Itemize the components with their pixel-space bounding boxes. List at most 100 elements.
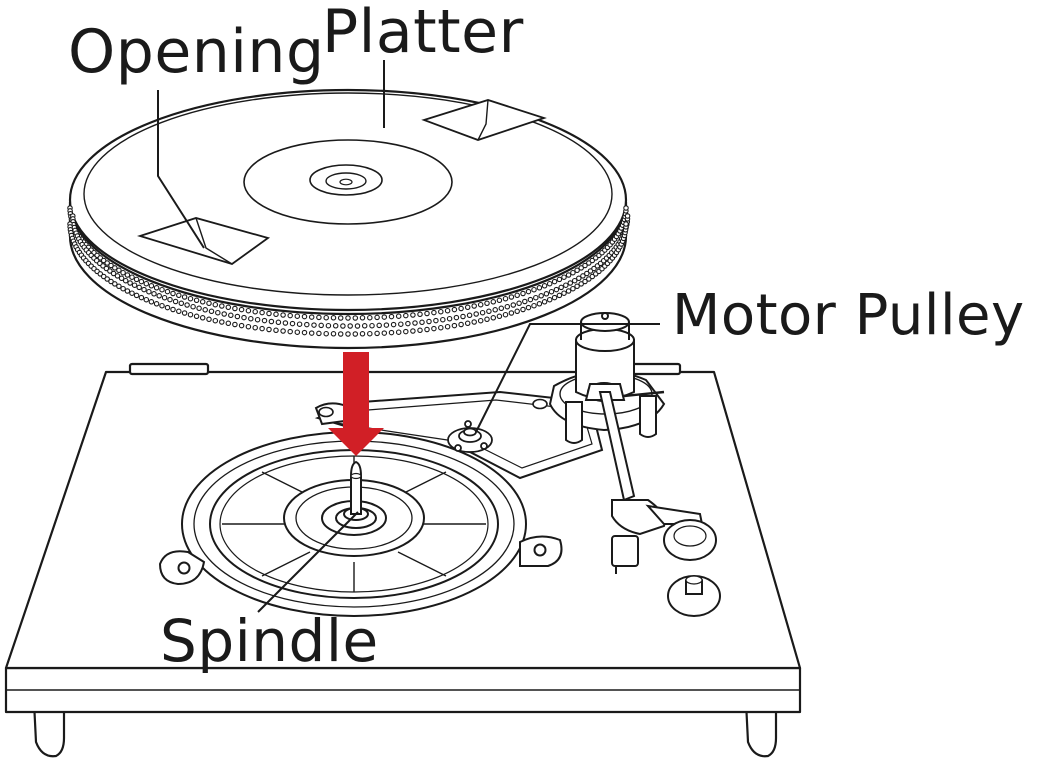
strobe-dot bbox=[359, 315, 366, 321]
motor-pulley bbox=[447, 420, 493, 453]
strobe-dot bbox=[398, 321, 404, 327]
strobe-dot bbox=[417, 311, 423, 318]
strobe-dot bbox=[318, 322, 324, 329]
strobe-dot bbox=[451, 306, 458, 313]
strobe-dot bbox=[116, 267, 122, 274]
strobe-dot bbox=[508, 310, 515, 316]
strobe-dot bbox=[514, 292, 520, 299]
strobe-dot bbox=[133, 276, 140, 283]
strobe-dot bbox=[266, 326, 272, 333]
strobe-dot bbox=[164, 304, 171, 311]
strobe-dot bbox=[159, 302, 165, 309]
strobe-dot bbox=[431, 309, 437, 316]
strobe-dot bbox=[514, 308, 520, 315]
strobe-dot bbox=[275, 319, 282, 326]
strobe-dot bbox=[124, 288, 131, 294]
strobe-dot bbox=[104, 260, 110, 266]
strobe-dot bbox=[453, 314, 460, 321]
strobe-dot bbox=[352, 315, 359, 321]
leader-opening bbox=[157, 90, 205, 249]
strobe-dot bbox=[308, 314, 315, 320]
strobe-dot bbox=[107, 268, 113, 274]
strobe-dot bbox=[582, 278, 588, 285]
strobe-dot bbox=[131, 282, 138, 288]
strobe-dot bbox=[296, 321, 303, 327]
strobe-dot bbox=[570, 269, 576, 276]
well-ear-left bbox=[158, 550, 206, 586]
strobe-dot bbox=[527, 296, 534, 303]
strobe-dot bbox=[141, 286, 147, 293]
strobe-dot bbox=[151, 291, 157, 297]
strobe-dot bbox=[248, 315, 254, 322]
strobe-dot bbox=[410, 312, 416, 318]
strobe-dot bbox=[114, 273, 121, 279]
strobe-dot bbox=[466, 312, 473, 319]
strobe-dot bbox=[531, 302, 537, 309]
strobe-dot bbox=[280, 328, 286, 334]
strobe-dot bbox=[301, 313, 308, 320]
strobe-dot bbox=[184, 302, 190, 308]
strobe-dot bbox=[426, 318, 432, 325]
strobe-dot bbox=[148, 299, 155, 305]
strobe-dot bbox=[576, 275, 582, 282]
strobe-dot bbox=[502, 311, 509, 318]
strobe-dot bbox=[340, 323, 346, 329]
strobe-dot bbox=[199, 315, 206, 321]
well-ear-right bbox=[519, 535, 563, 567]
strobe-dot bbox=[374, 330, 380, 337]
strobe-dot bbox=[122, 277, 129, 284]
strobe-dot bbox=[120, 269, 126, 276]
label-spindle: Spindle bbox=[160, 607, 379, 675]
strobe-dot bbox=[561, 274, 567, 280]
strobe-dot bbox=[446, 315, 453, 322]
strobe-dot bbox=[504, 303, 511, 310]
strobe-dot bbox=[405, 320, 411, 327]
strobe-dot bbox=[403, 312, 409, 319]
strobe-dot bbox=[206, 316, 212, 323]
strobe-dot bbox=[520, 290, 526, 297]
strobe-dot bbox=[259, 325, 265, 332]
strobe-dot bbox=[316, 330, 322, 337]
strobe-dot bbox=[170, 290, 176, 297]
strobe-dot bbox=[433, 317, 439, 324]
strobe-dot bbox=[332, 323, 339, 329]
strobe-dot bbox=[118, 275, 125, 282]
strobe-dot bbox=[359, 331, 366, 337]
strobe-dot bbox=[241, 314, 247, 321]
strobe-dot bbox=[206, 300, 212, 307]
strobe-dot bbox=[477, 301, 484, 308]
strobe-dot bbox=[574, 267, 580, 274]
strobe-dot bbox=[548, 288, 555, 295]
platter-top bbox=[68, 88, 628, 312]
strobe-dot bbox=[492, 307, 498, 313]
strobe-dot bbox=[502, 295, 509, 302]
strobe-dot bbox=[221, 311, 227, 317]
strobe-dot bbox=[167, 296, 173, 303]
strobe-dot bbox=[148, 283, 155, 289]
strobe-dot bbox=[567, 280, 574, 286]
strobe-dot bbox=[388, 313, 395, 320]
strobe-dot bbox=[541, 283, 548, 289]
strobe-dot bbox=[444, 307, 451, 314]
strobe-dot bbox=[486, 308, 492, 315]
strobe-dot bbox=[586, 260, 592, 266]
strobe-dot bbox=[238, 306, 245, 313]
strobe-dot bbox=[212, 301, 219, 308]
strobe-dot bbox=[522, 298, 528, 305]
strobe-dot bbox=[571, 277, 578, 284]
strobe-dot bbox=[460, 313, 466, 320]
strobe-dot bbox=[208, 308, 215, 315]
strobe-dot bbox=[124, 272, 131, 278]
strobe-dot bbox=[508, 294, 515, 300]
tonearm-assembly bbox=[548, 312, 721, 617]
strobe-dot bbox=[287, 328, 293, 335]
strobe-dot bbox=[232, 305, 238, 312]
strobe-dot bbox=[471, 319, 477, 325]
strobe-dot bbox=[219, 303, 225, 309]
strobe-dot bbox=[234, 313, 241, 320]
strobe-dot bbox=[323, 330, 329, 337]
strobe-dot bbox=[578, 265, 584, 271]
strobe-dot bbox=[444, 323, 451, 330]
strobe-dot bbox=[624, 213, 631, 219]
strobe-dot bbox=[323, 314, 329, 321]
